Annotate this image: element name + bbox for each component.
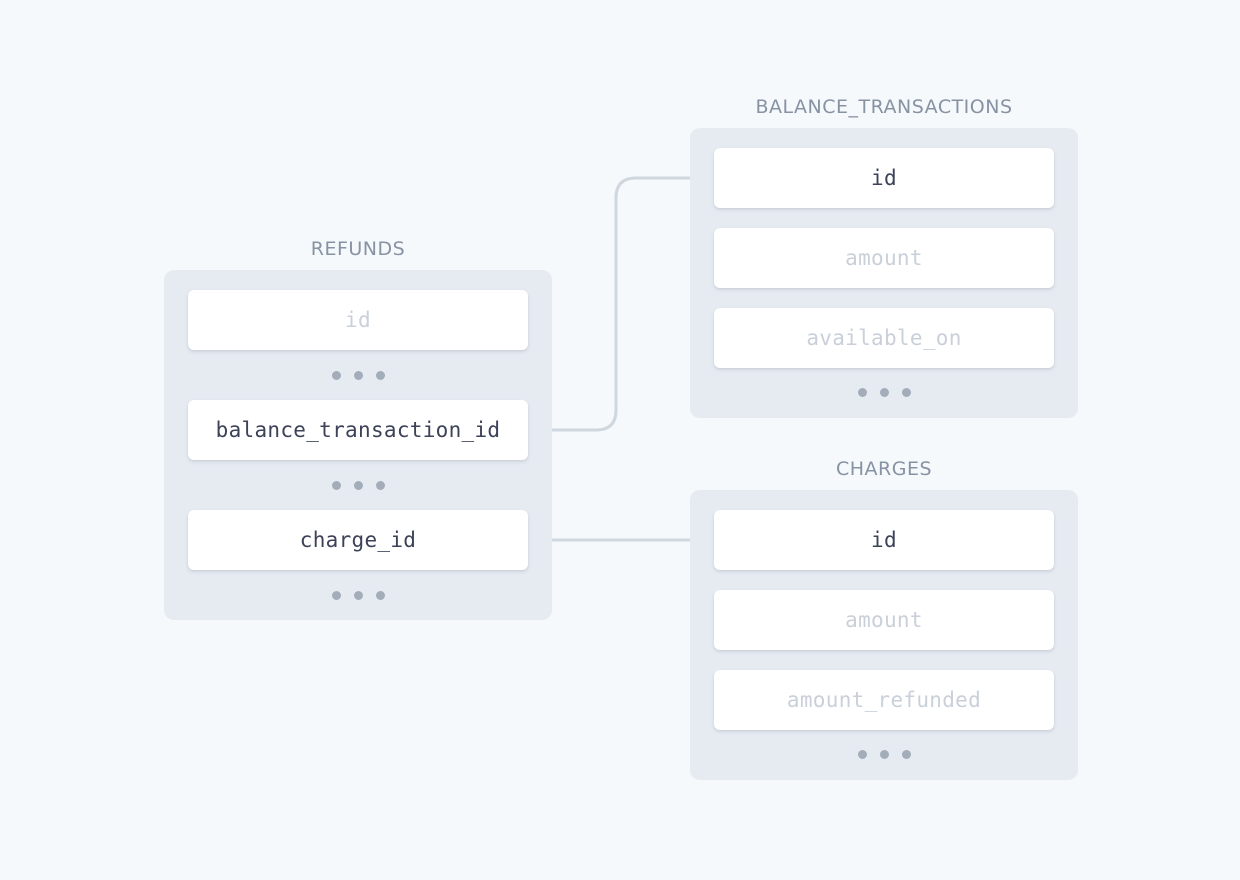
refunds-field-balance-transaction-id[interactable]: balance_transaction_id xyxy=(188,400,528,460)
ellipsis-dot xyxy=(331,480,341,490)
refunds-table-title: REFUNDS xyxy=(310,238,406,260)
ellipsis-dot xyxy=(857,749,867,759)
ellipsis-dot xyxy=(879,387,889,397)
charges-field-id[interactable]: id xyxy=(714,510,1054,570)
balance-transactions-field-available-on[interactable]: available_on xyxy=(714,308,1054,368)
ellipsis-dot xyxy=(353,590,363,600)
ellipsis-dot xyxy=(857,387,867,397)
charges-table-title: CHARGES xyxy=(835,458,933,480)
balance-transactions-table: id amount available_on xyxy=(690,128,1078,418)
refunds-field-charge-id[interactable]: charge_id xyxy=(188,510,528,570)
ellipsis-dot xyxy=(901,387,911,397)
balance-transactions-table-title: BALANCE_TRANSACTIONS xyxy=(755,96,1013,118)
charges-table: id amount amount_refunded xyxy=(690,490,1078,780)
balance-transactions-field-amount[interactable]: amount xyxy=(714,228,1054,288)
refunds-table: id balance_transaction_id charge_id xyxy=(164,270,552,620)
ellipsis-dot xyxy=(331,370,341,380)
more-fields-ellipsis xyxy=(188,585,528,605)
refunds-field-id[interactable]: id xyxy=(188,290,528,350)
connector-balance-transaction-id-to-id xyxy=(528,176,714,432)
ellipsis-dot xyxy=(375,370,385,380)
charges-field-amount-refunded[interactable]: amount_refunded xyxy=(714,670,1054,730)
more-fields-ellipsis xyxy=(714,744,1054,764)
ellipsis-dot xyxy=(901,749,911,759)
charges-field-amount[interactable]: amount xyxy=(714,590,1054,650)
ellipsis-dot xyxy=(353,480,363,490)
balance-transactions-field-id[interactable]: id xyxy=(714,148,1054,208)
ellipsis-dot xyxy=(331,590,341,600)
ellipsis-dot xyxy=(879,749,889,759)
more-fields-ellipsis xyxy=(714,382,1054,402)
more-fields-ellipsis xyxy=(188,365,528,385)
ellipsis-dot xyxy=(353,370,363,380)
ellipsis-dot xyxy=(375,590,385,600)
ellipsis-dot xyxy=(375,480,385,490)
more-fields-ellipsis xyxy=(188,475,528,495)
